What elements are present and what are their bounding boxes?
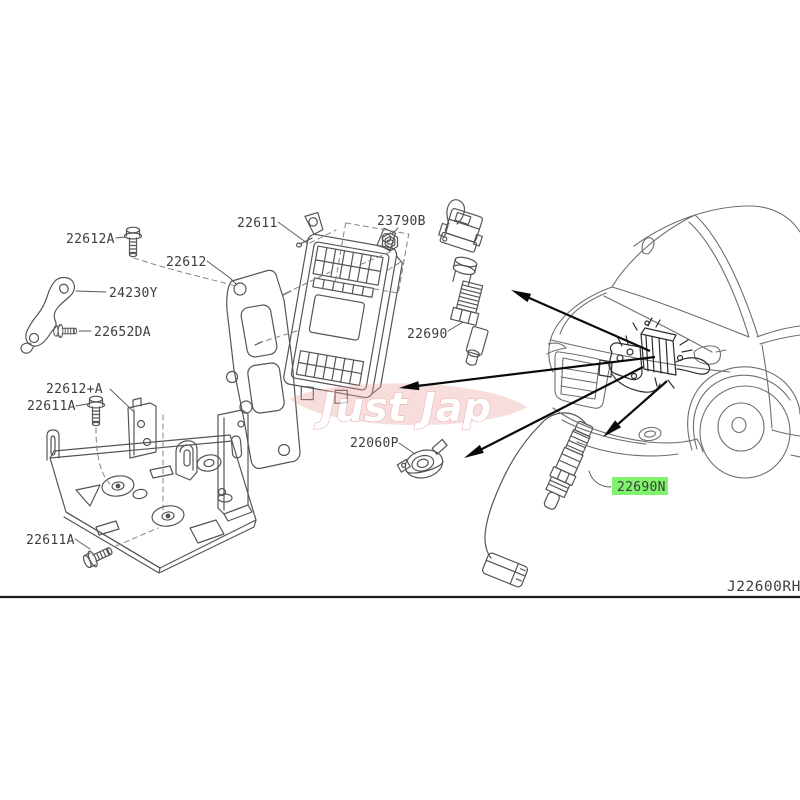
highlight-box [612,477,668,495]
watermark-swoosh [289,383,527,426]
watermark: Just Jap [289,383,527,432]
part-label-22690[interactable]: 22690 [407,327,448,342]
watermark-text: Just Jap [314,385,492,431]
bracket-lower-22612A-drawing [46,397,257,574]
highlighted-part-label-22690N[interactable]: 22690N [612,477,668,495]
ecu-22611-drawing [283,211,403,405]
bolt-icon-22612A [123,226,143,258]
bolt-icon-22611A-upper [86,395,106,427]
sensor-22690N-drawing [482,412,594,588]
bracket-24230Y-drawing [20,276,75,354]
line-art-layer [20,199,800,588]
part-label-22690N[interactable]: 22690N [617,480,666,495]
part-label-22652DA[interactable]: 22652DA [94,325,151,340]
leader-lines [74,221,612,550]
bolt-icon-22652DA [53,323,78,339]
part-label-22612plusA[interactable]: 22612+A [46,382,103,397]
car-outline-drawing [546,205,800,479]
part-label-22612[interactable]: 22612 [166,255,207,270]
part-label-22611A-lower[interactable]: 22611A [26,533,75,548]
part-label-22060P[interactable]: 22060P [350,436,399,451]
part-label-22611[interactable]: 22611 [237,216,278,231]
part-label-22611A-upper[interactable]: 22611A [27,399,76,414]
part-label-24230Y[interactable]: 24230Y [109,286,158,301]
engine-bay-detail [598,317,711,393]
part-label-22612A[interactable]: 22612A [66,232,115,247]
pointer-arrows [399,290,668,458]
part-labels: 22612A 24230Y 22652DA 22612 22611 23790B… [26,214,668,548]
assembly-dashed-lines [95,222,410,547]
drawing-code: J22600RH [727,579,800,595]
sensor-22690-drawing [438,199,489,366]
plate-22612-drawing [225,269,301,470]
part-label-23790B[interactable]: 23790B [377,214,426,229]
sensor-22060P-drawing [396,438,448,479]
